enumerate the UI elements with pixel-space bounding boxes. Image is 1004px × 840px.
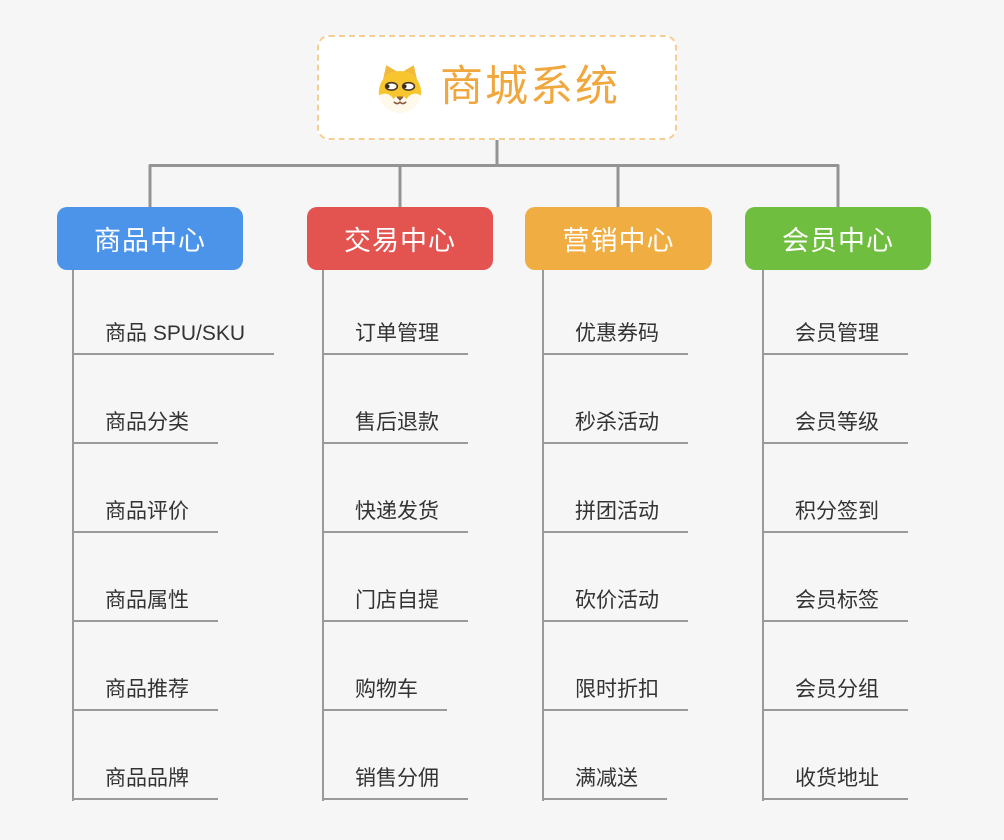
leaf-node[interactable]: 积分签到 <box>762 500 908 533</box>
leaf-node[interactable]: 会员分组 <box>762 678 908 711</box>
leaf-node[interactable]: 商品品牌 <box>72 767 218 800</box>
trunk-line <box>762 270 764 801</box>
branch-label: 交易中心 <box>344 226 456 256</box>
root-node[interactable]: 商城系统 <box>317 35 677 140</box>
trunk-line <box>322 270 324 801</box>
leaf-node[interactable]: 优惠券码 <box>542 322 688 355</box>
branch-member-center[interactable]: 会员中心 <box>745 207 931 270</box>
leaf-node[interactable]: 商品属性 <box>72 589 218 622</box>
leaf-node[interactable]: 砍价活动 <box>542 589 688 622</box>
leaf-node[interactable]: 会员管理 <box>762 322 908 355</box>
leaf-node[interactable]: 商品推荐 <box>72 678 218 711</box>
leaf-node[interactable]: 订单管理 <box>322 322 468 355</box>
leaf-node[interactable]: 会员标签 <box>762 589 908 622</box>
leaf-node[interactable]: 商品分类 <box>72 411 218 444</box>
branch-label: 会员中心 <box>782 226 894 256</box>
branch-label: 商品中心 <box>94 226 206 256</box>
leaf-node[interactable]: 会员等级 <box>762 411 908 444</box>
leaf-node[interactable]: 门店自提 <box>322 589 468 622</box>
leaf-node[interactable]: 限时折扣 <box>542 678 688 711</box>
leaf-node[interactable]: 商品评价 <box>72 500 218 533</box>
leaf-node[interactable]: 售后退款 <box>322 411 468 444</box>
branch-trade-center[interactable]: 交易中心 <box>307 207 493 270</box>
leaf-node[interactable]: 拼团活动 <box>542 500 688 533</box>
shiba-dog-icon <box>378 64 422 113</box>
leaf-node[interactable]: 商品 SPU/SKU <box>72 322 275 355</box>
leaf-node[interactable]: 快递发货 <box>322 500 468 533</box>
leaf-node[interactable]: 销售分佣 <box>322 767 468 800</box>
branch-marketing-center[interactable]: 营销中心 <box>525 207 712 270</box>
root-title: 商城系统 <box>440 63 620 111</box>
branch-label: 营销中心 <box>562 226 675 256</box>
leaf-node[interactable]: 满减送 <box>542 767 667 800</box>
trunk-line <box>542 270 544 801</box>
leaf-node[interactable]: 购物车 <box>322 678 447 711</box>
trunk-line <box>72 270 74 801</box>
branch-product-center[interactable]: 商品中心 <box>57 207 243 270</box>
leaf-node[interactable]: 收货地址 <box>762 767 908 800</box>
leaf-node[interactable]: 秒杀活动 <box>542 411 688 444</box>
